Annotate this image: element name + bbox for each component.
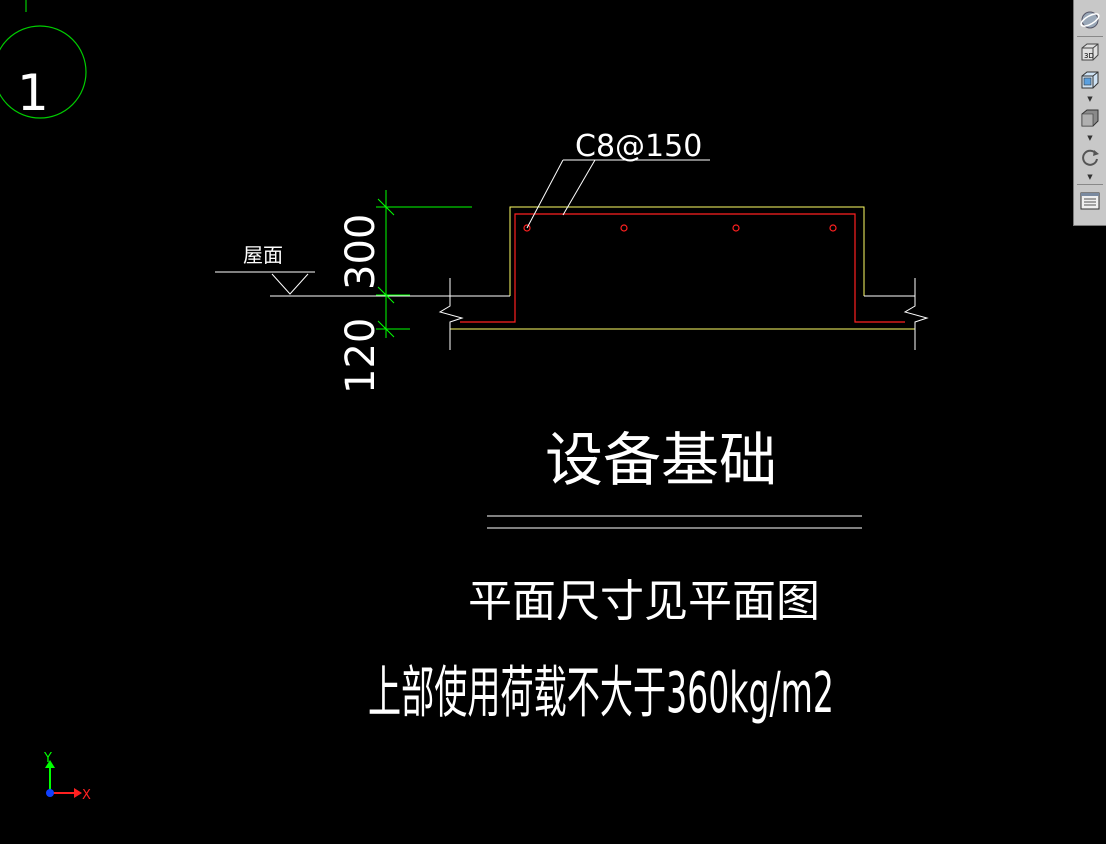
- chevron-down-icon[interactable]: ▼: [1087, 173, 1093, 181]
- detail-title: 设备基础: [545, 426, 777, 494]
- slab-break-lines: [438, 278, 929, 350]
- dim-lower-label: 120: [338, 318, 384, 394]
- properties-icon[interactable]: [1077, 189, 1103, 213]
- ucs-x-label: X: [82, 788, 91, 803]
- orbit-icon[interactable]: [1077, 8, 1103, 32]
- roof-label: 屋面: [243, 243, 283, 267]
- rebar-leader: [526, 159, 710, 229]
- rebar: [460, 213, 905, 323]
- chevron-down-icon[interactable]: ▼: [1087, 95, 1093, 103]
- shade-icon[interactable]: [1077, 106, 1103, 130]
- ucs-icon: Y X: [43, 751, 91, 803]
- note-load: 上部使用荷载不大于360kg/m2: [368, 661, 834, 726]
- grid-circle: [0, 25, 87, 119]
- chevron-down-icon[interactable]: ▼: [1087, 134, 1093, 142]
- ucs-y-label: Y: [43, 751, 52, 766]
- dim-upper-label: 300: [338, 214, 384, 290]
- rotate-icon[interactable]: [1077, 145, 1103, 169]
- dimension-lines: [376, 190, 472, 338]
- grid-bubble: 1: [0, 0, 87, 122]
- svg-text:3D: 3D: [1084, 52, 1094, 60]
- grid-label: 1: [17, 64, 49, 122]
- roof-level-marker: 屋面: [215, 243, 510, 297]
- rebar-label: C8@150: [575, 129, 702, 164]
- view-cube-icon[interactable]: [1077, 68, 1103, 92]
- view-3d-icon[interactable]: 3D: [1077, 40, 1103, 64]
- navigation-toolbar: 3D ▼ ▼ ▼: [1073, 0, 1106, 226]
- note-plan: 平面尺寸见平面图: [468, 576, 820, 627]
- concrete-outline: [450, 206, 915, 330]
